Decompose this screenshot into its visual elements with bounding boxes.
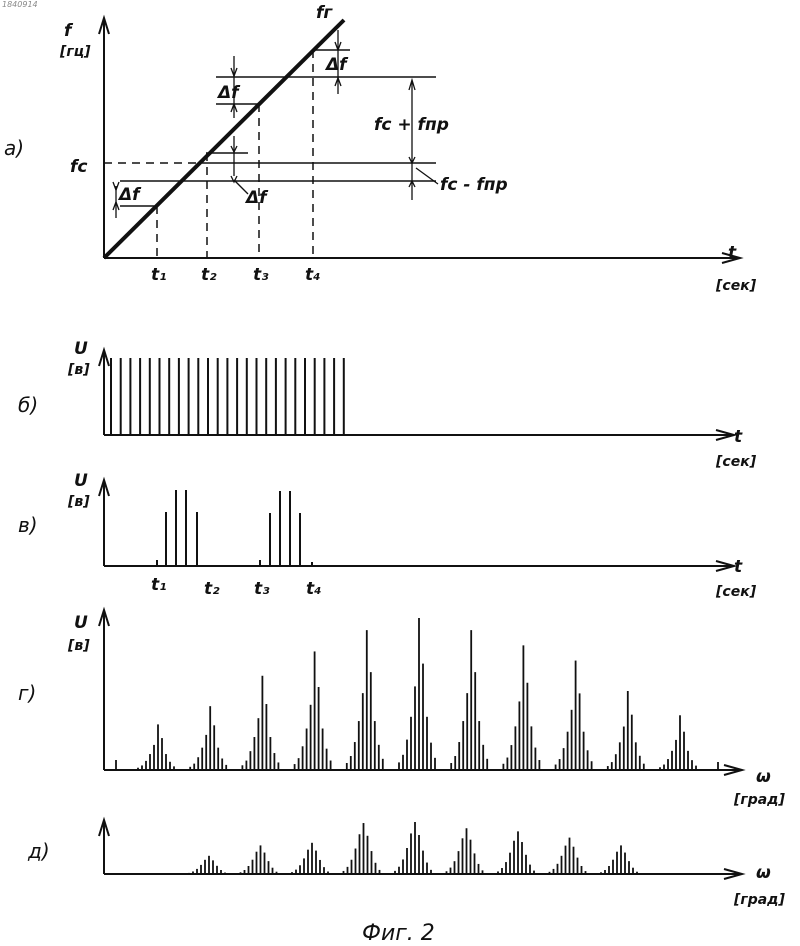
panel-v-y-label: U — [74, 471, 88, 491]
panel-a-ramp-line — [104, 20, 344, 258]
panel-b-x-label: t — [734, 427, 743, 447]
panel-a-t1: t₁ — [151, 265, 167, 285]
doc-id: 1840914 — [2, 0, 38, 9]
panel-a: а) f [гц] t [сек] fг fc t₁ t₂ t₃ t₄ — [4, 3, 757, 294]
panel-a-y-unit: [гц] — [59, 44, 91, 60]
panel-g-y-unit: [в] — [67, 638, 90, 654]
panel-a-fg-label: fг — [316, 3, 333, 23]
panel-b-y-unit: [в] — [67, 362, 90, 378]
panel-v-t1: t₁ — [151, 575, 167, 595]
panel-a-y-label: f — [64, 21, 74, 41]
panel-v-x-unit: [сек] — [715, 584, 757, 600]
panel-a-t3: t₃ — [253, 265, 269, 285]
panel-g-label: г) — [18, 681, 36, 705]
panel-a-sum-label: fc + fпр — [374, 115, 449, 135]
panel-a-label: а) — [4, 136, 24, 160]
panel-v-t3: t₃ — [254, 579, 270, 599]
panel-v-t2: t₂ — [204, 579, 220, 599]
panel-g-x-unit: [град] — [733, 792, 785, 808]
panel-b: б) U [в] t [сек] — [18, 339, 757, 470]
panel-g-y-label: U — [74, 613, 88, 633]
panel-g: г) U [в] ω [град] — [18, 610, 785, 808]
panel-d-x-label: ω — [756, 863, 771, 883]
panel-b-y-label: U — [74, 339, 88, 359]
panel-v: в) U [в] t [сек] t₁ t₂ t₃ t₄ — [18, 471, 757, 600]
panel-v-y-unit: [в] — [67, 494, 90, 510]
panel-a-t2: t₂ — [201, 265, 217, 285]
panel-a-t4: t₄ — [305, 265, 321, 285]
panel-a-delta-f-4: Δf — [324, 55, 349, 75]
panel-g-spectrum — [116, 618, 718, 770]
panel-a-delta-f-1: Δf — [117, 185, 142, 205]
panel-a-x-unit: [сек] — [715, 278, 757, 294]
panel-a-fc-label: fc — [70, 157, 87, 177]
panel-a-x-label: t — [728, 243, 737, 263]
panel-d-label: д) — [27, 839, 50, 863]
panel-b-pulse-train — [111, 358, 344, 435]
panel-b-label: б) — [18, 393, 38, 417]
panel-a-diff-label: fc - fпр — [440, 175, 508, 195]
panel-g-x-label: ω — [756, 767, 771, 787]
figure-caption: Фиг. 2 — [362, 921, 435, 946]
panel-a-delta-f-2: Δf — [216, 83, 241, 103]
panel-d: д) ω [град] — [27, 820, 785, 908]
panel-a-delta-f-3: Δf — [244, 188, 269, 208]
panel-v-pulse-groups — [157, 490, 312, 566]
panel-v-label: в) — [18, 513, 38, 537]
panel-v-x-label: t — [734, 557, 743, 577]
panel-v-t4: t₄ — [306, 579, 322, 599]
panel-d-spectrum — [189, 822, 637, 874]
panel-d-x-unit: [град] — [733, 892, 785, 908]
panel-b-x-unit: [сек] — [715, 454, 757, 470]
